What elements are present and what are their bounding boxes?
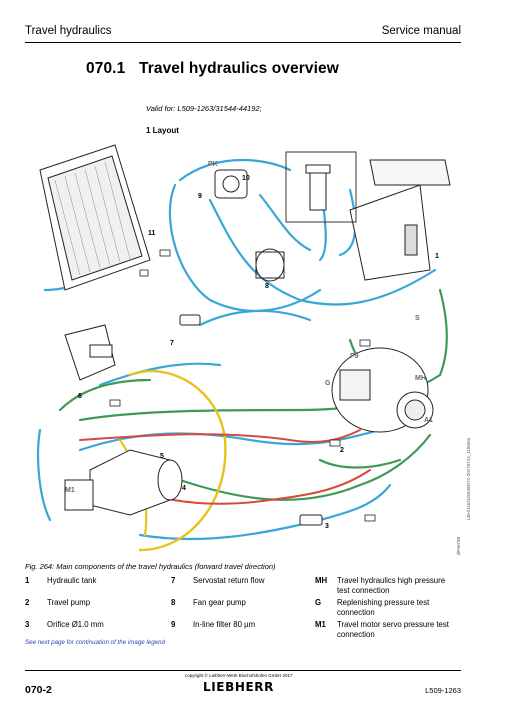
svg-text:5: 5 [160,453,164,460]
model-code: L509-1263 [425,686,461,695]
section-title: 070.1 Travel hydraulics overview [86,60,339,78]
svg-text:A1: A1 [424,417,433,424]
svg-text:G: G [325,380,331,387]
section-number: 070.1 [86,60,126,77]
legend-item: 8 Fan gear pump [171,598,246,608]
page-number: 070-2 [25,684,52,696]
legend-num: 8 [171,598,176,607]
figure-side-code: LBH/11631/84495/71-20170712_1150/en [466,437,471,520]
legend-text: Hydraulic tank [47,576,97,585]
legend-num: MH [315,576,328,585]
svg-text:3: 3 [325,523,329,530]
layout-heading: 1 Layout [146,126,179,135]
legend-continuation-link[interactable]: See next page for continuation of the im… [25,639,166,646]
copyright-notice: copyright © Liebherr-Werk Bischofshofen … [185,673,293,678]
legend-text: Travel pump [47,598,91,607]
legend-num: 2 [25,598,30,607]
header-divider [25,42,461,43]
legend-item: 2 Travel pump [25,598,90,608]
svg-text:PK: PK [208,161,218,168]
header-chapter: Travel hydraulics [25,25,112,37]
footer-divider [25,670,461,671]
legend-text: Servostat return flow [193,576,265,585]
valid-for-note: Valid for: L509-1263/31544-44192; [146,104,262,113]
legend-num: M1 [315,620,326,629]
svg-text:S: S [415,315,420,322]
svg-text:1: 1 [435,253,439,260]
hydraulics-figure: 11 1 8 PK 10 9 2 MH G A1 5 4 M1 [36,144,451,552]
svg-text:M1: M1 [65,487,75,494]
figure-drawing-code: dPn0798 [456,536,461,555]
legend-num: 3 [25,620,30,629]
legend-item: 3 Orifice Ø1.0 mm [25,620,104,630]
legend-item: 1 Hydraulic tank [25,576,96,586]
section-title-text: Travel hydraulics overview [139,60,339,77]
legend-item: G Replenishing pressure test connection [315,598,465,618]
legend-text: Fan gear pump [193,598,246,607]
legend-num: 1 [25,576,30,585]
legend-item: MH Travel hydraulics high pressure test … [315,576,465,596]
legend-item: M1 Travel motor servo pressure test conn… [315,620,465,640]
svg-text:7: 7 [170,340,174,347]
legend-text: Orifice Ø1.0 mm [47,620,104,629]
legend-item: 7 Servostat return flow [171,576,265,586]
brand-logo: LIEBHERR [203,680,274,694]
header-manual: Service manual [381,25,461,37]
svg-text:MH: MH [415,375,426,382]
legend-text: Travel hydraulics high pressure test con… [337,576,446,595]
figure-caption: Fig. 264: Main components of the travel … [25,562,276,571]
legend-text: Replenishing pressure test connection [337,598,430,617]
svg-text:9: 9 [198,193,202,200]
legend-text: In-line filter 80 µm [193,620,256,629]
legend-num: 9 [171,620,176,629]
legend-num: G [315,598,322,607]
svg-text:8: 8 [265,283,269,290]
svg-text:6: 6 [78,393,82,400]
legend-num: 7 [171,576,176,585]
svg-text:2: 2 [340,447,344,454]
svg-text:4: 4 [182,485,186,492]
legend-item: 9 In-line filter 80 µm [171,620,255,630]
svg-text:11: 11 [148,230,156,237]
svg-text:P9: P9 [350,353,359,360]
svg-text:10: 10 [242,175,250,182]
legend-text: Travel motor servo pressure test connect… [337,620,449,639]
